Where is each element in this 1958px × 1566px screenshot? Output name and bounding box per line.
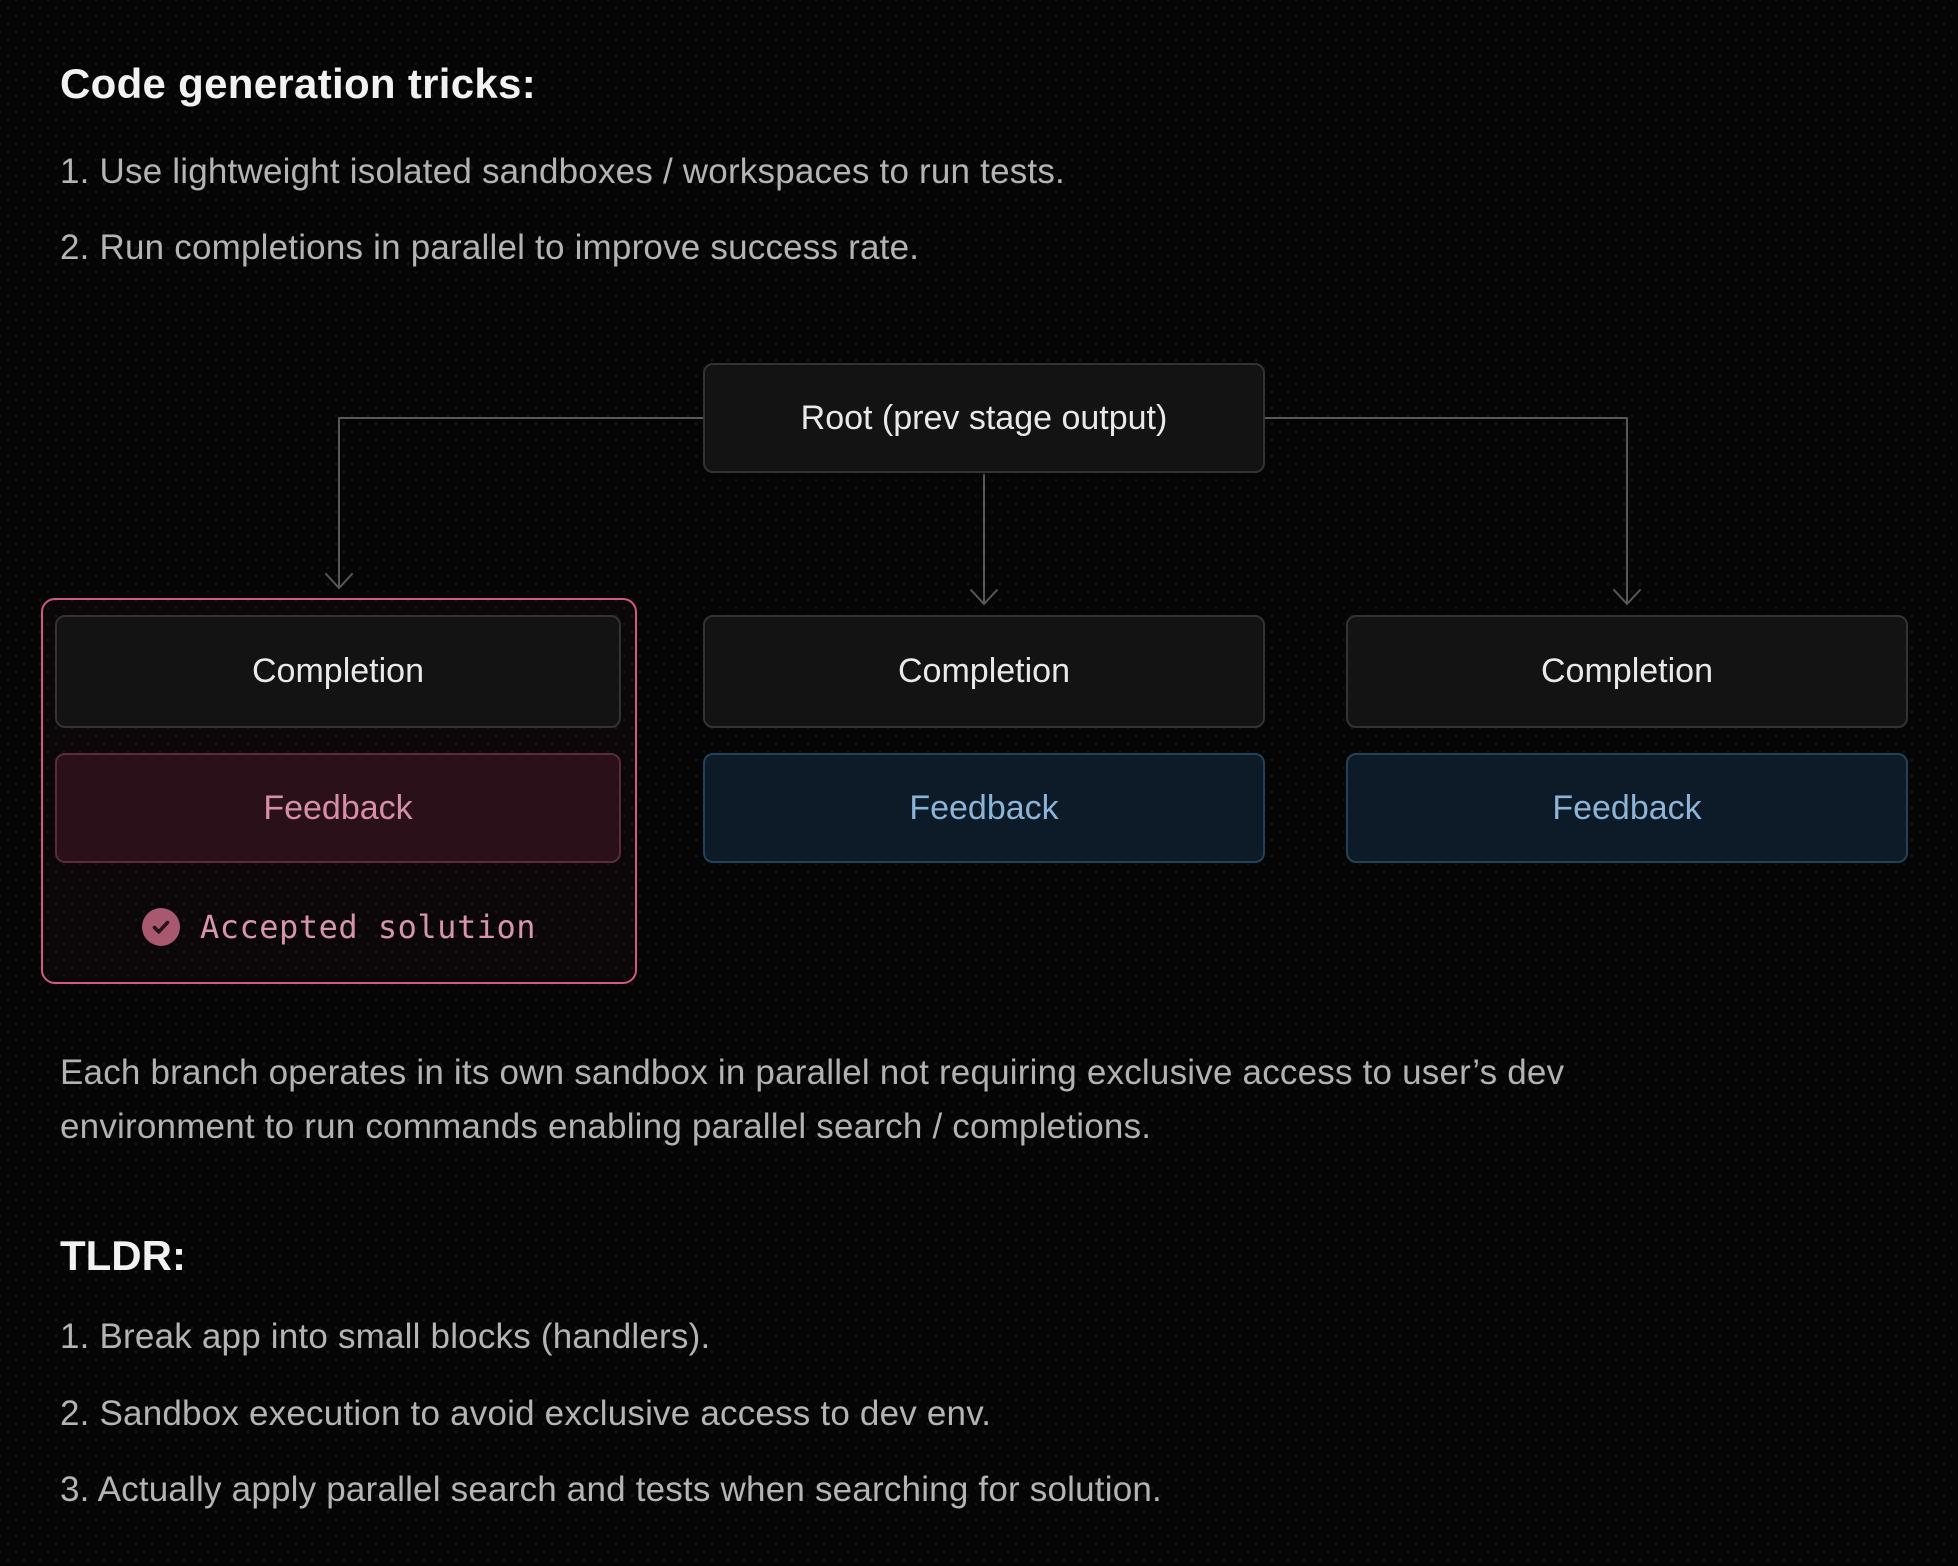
root-node-label: Root (prev stage output) — [800, 398, 1168, 437]
intro-item-2: 2. Run completions in parallel to improv… — [60, 228, 920, 267]
feedback-node-2-label: Feedback — [909, 788, 1059, 827]
tldr-title: TLDR: — [60, 1232, 186, 1279]
check-circle-icon — [141, 908, 180, 946]
completion-node-2-label: Completion — [898, 652, 1070, 690]
feedback-node-2: Feedback — [703, 753, 1265, 863]
completion-node-1: Completion — [55, 615, 621, 728]
connector-right — [1264, 417, 1628, 605]
connector-left — [338, 417, 704, 589]
accepted-solution-label: Accepted solution — [199, 908, 536, 946]
tldr-item-2: 2. Sandbox execution to avoid exclusive … — [60, 1394, 992, 1433]
accepted-solution-row: Accepted solution — [41, 903, 637, 951]
root-node: Root (prev stage output) — [703, 363, 1265, 473]
completion-node-3-label: Completion — [1541, 652, 1713, 690]
feedback-node-1-label: Feedback — [263, 788, 413, 827]
arrowhead-middle-icon — [970, 589, 998, 605]
intro-item-1: 1. Use lightweight isolated sandboxes / … — [60, 152, 1065, 191]
tldr-item-3: 3. Actually apply parallel search and te… — [60, 1470, 1162, 1509]
feedback-node-3-label: Feedback — [1552, 788, 1702, 827]
completion-node-2: Completion — [703, 615, 1265, 728]
arrowhead-right-icon — [1613, 589, 1641, 605]
feedback-node-1: Feedback — [55, 753, 621, 863]
completion-node-1-label: Completion — [252, 652, 424, 690]
tldr-item-1: 1. Break app into small blocks (handlers… — [60, 1317, 711, 1356]
arrowhead-left-icon — [325, 573, 353, 589]
summary-paragraph: Each branch operates in its own sandbox … — [60, 1053, 1565, 1146]
completion-node-3: Completion — [1346, 615, 1908, 728]
feedback-node-3: Feedback — [1346, 753, 1908, 863]
page-title: Code generation tricks: — [60, 60, 536, 107]
accepted-branch-frame — [41, 598, 637, 984]
